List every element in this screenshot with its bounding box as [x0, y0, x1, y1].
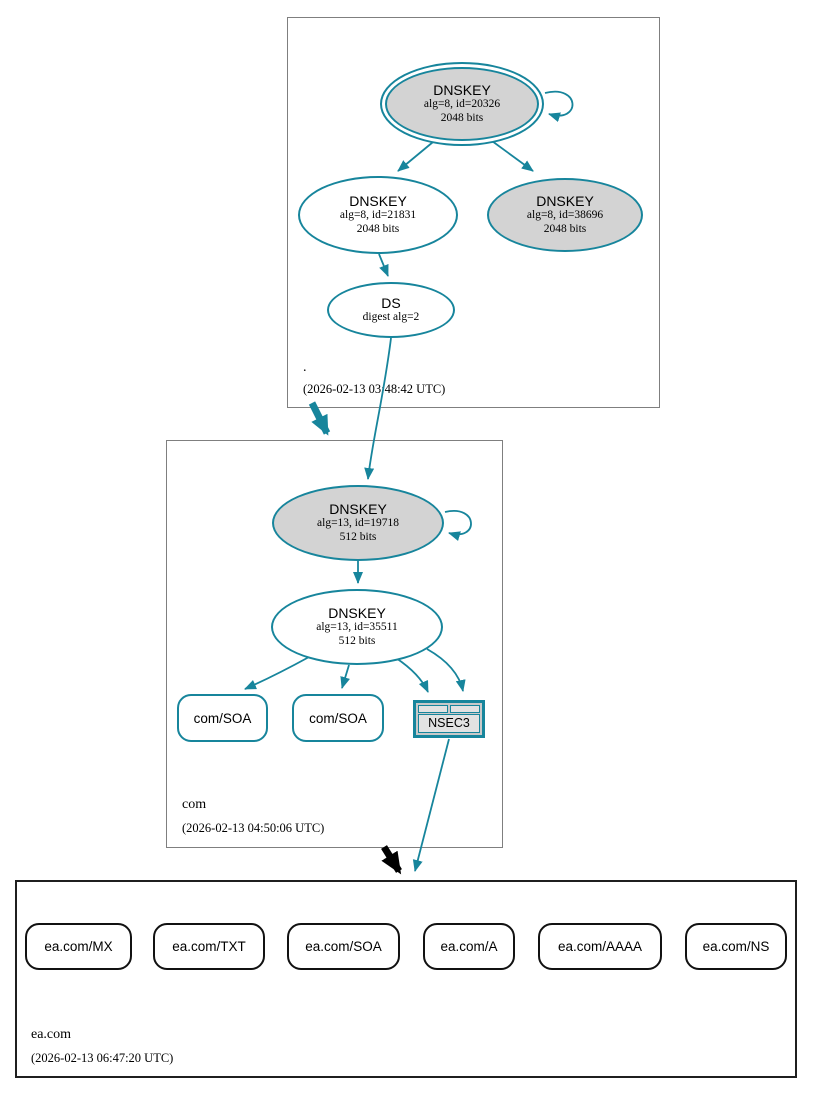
dnskey-node-root-38696[interactable]: DNSKEY alg=8, id=38696 2048 bits	[487, 178, 643, 252]
node-detail: digest alg=2	[362, 310, 420, 323]
node-detail: 2048 bits	[440, 111, 484, 124]
node-detail: alg=13, id=35511	[316, 621, 398, 633]
rrset-node-ea-com-txt[interactable]: ea.com/TXT	[153, 923, 265, 970]
zone-name-ea-com: ea.com	[31, 1027, 72, 1042]
edge-delegation-com-to-ea	[381, 845, 402, 875]
dnskey-node-com-ksk[interactable]: DNSKEY alg=13, id=19718 512 bits	[272, 485, 444, 561]
rrset-label: com/SOA	[309, 710, 367, 726]
edge-com-ksk-selfloop	[444, 509, 472, 541]
rrset-label: ea.com/AAAA	[557, 939, 643, 954]
node-detail: alg=8, id=20326	[423, 98, 501, 110]
rrset-node-ea-com-ns[interactable]: ea.com/NS	[685, 923, 787, 970]
zone-name-com: com	[182, 797, 207, 812]
nsec3-label: NSEC3	[418, 714, 480, 733]
edge-com-zsk-to-nsec3-b	[426, 648, 466, 692]
node-title: DNSKEY	[433, 82, 491, 98]
rrset-label: ea.com/NS	[702, 939, 770, 954]
edge-root-ds-to-com-ksk	[364, 337, 392, 480]
zone-name-root: .	[303, 360, 307, 375]
dnskey-node-root-zsk[interactable]: DNSKEY alg=8, id=21831 2048 bits	[298, 176, 458, 254]
edge-nsec3-to-ea	[412, 738, 450, 872]
rrset-node-ea-com-a[interactable]: ea.com/A	[423, 923, 515, 970]
edge-com-zsk-to-soa1	[244, 656, 310, 690]
dnskey-node-com-zsk[interactable]: DNSKEY alg=13, id=35511 512 bits	[271, 589, 443, 665]
nsec3-cell	[450, 705, 480, 713]
rrset-node-ea-com-mx[interactable]: ea.com/MX	[25, 923, 132, 970]
node-detail: 512 bits	[338, 634, 376, 647]
node-title: DNSKEY	[329, 501, 387, 517]
edge-com-zsk-to-nsec3-a	[395, 657, 429, 693]
node-title: DNSKEY	[536, 193, 594, 209]
nsec3-cell	[418, 705, 448, 713]
rrset-node-ea-com-aaaa[interactable]: ea.com/AAAA	[538, 923, 662, 970]
edge-root-ksk-selfloop	[544, 90, 574, 123]
rrset-label: ea.com/A	[440, 939, 498, 954]
node-detail: alg=13, id=19718	[317, 517, 399, 529]
node-detail: 512 bits	[339, 530, 377, 543]
rrset-node-com-soa-2[interactable]: com/SOA	[292, 694, 384, 742]
rrset-node-ea-com-soa[interactable]: ea.com/SOA	[287, 923, 400, 970]
rrset-label: ea.com/SOA	[305, 939, 382, 954]
node-title: DS	[381, 294, 401, 311]
nsec3-node[interactable]: NSEC3	[413, 700, 485, 738]
zone-timestamp-com: (2026-02-13 04:50:06 UTC)	[182, 821, 325, 835]
dnskey-node-root-ksk-inner: DNSKEY alg=8, id=20326 2048 bits	[385, 67, 539, 141]
node-detail: alg=8, id=38696	[526, 209, 604, 221]
edge-delegation-root-to-com	[308, 401, 331, 436]
node-detail: alg=8, id=21831	[339, 209, 417, 221]
node-title: DNSKEY	[328, 605, 386, 621]
rrset-label: ea.com/MX	[44, 939, 113, 954]
rrset-node-com-soa-1[interactable]: com/SOA	[177, 694, 268, 742]
rrset-label: ea.com/TXT	[172, 939, 246, 954]
edge-com-zsk-to-soa2	[340, 664, 350, 689]
zone-box-com	[166, 440, 503, 848]
edge-root-ksk-to-zsk	[397, 141, 434, 172]
edge-root-ksk-to-key3	[491, 140, 534, 172]
dnskey-node-root-ksk[interactable]: DNSKEY alg=8, id=20326 2048 bits	[380, 62, 544, 146]
zone-box-ea-com	[15, 880, 797, 1078]
edge-root-zsk-to-ds	[378, 253, 389, 277]
node-title: DNSKEY	[349, 193, 407, 209]
zone-box-root	[287, 17, 660, 408]
zone-timestamp-ea-com: (2026-02-13 06:47:20 UTC)	[31, 1051, 174, 1065]
node-detail: 2048 bits	[543, 222, 587, 235]
nsec3-cells	[418, 705, 480, 713]
zone-timestamp-root: (2026-02-13 03:48:42 UTC)	[303, 382, 446, 396]
node-detail: 2048 bits	[356, 222, 400, 235]
rrset-label: com/SOA	[193, 710, 252, 726]
ds-node-com[interactable]: DS digest alg=2	[327, 282, 455, 338]
